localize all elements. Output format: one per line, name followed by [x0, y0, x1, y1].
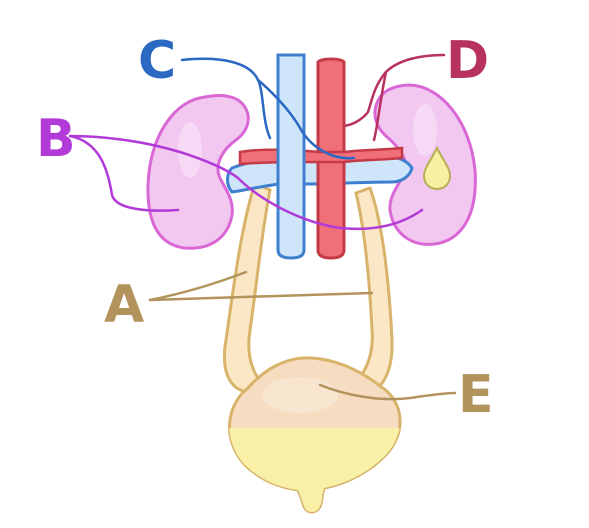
- label-b: B: [36, 109, 76, 169]
- label-d: D: [446, 31, 489, 91]
- label-c-leader: [180, 57, 356, 160]
- label-c: C: [138, 31, 176, 91]
- vena-cava-overlay: [278, 140, 304, 190]
- label-b-leader: [68, 134, 424, 231]
- right-kidney-highlight: [413, 104, 437, 156]
- right-ureter: [353, 186, 394, 394]
- label-a: A: [104, 275, 144, 335]
- label-e: E: [458, 365, 494, 425]
- label-d-leader: [342, 53, 446, 142]
- bladder-highlight: [262, 377, 338, 413]
- label-a-leader: [148, 270, 374, 302]
- label-e-leader: [318, 383, 457, 401]
- left-kidney-highlight: [178, 122, 202, 178]
- right-kidney: [373, 83, 477, 246]
- urine-droplet-icon: [422, 145, 452, 191]
